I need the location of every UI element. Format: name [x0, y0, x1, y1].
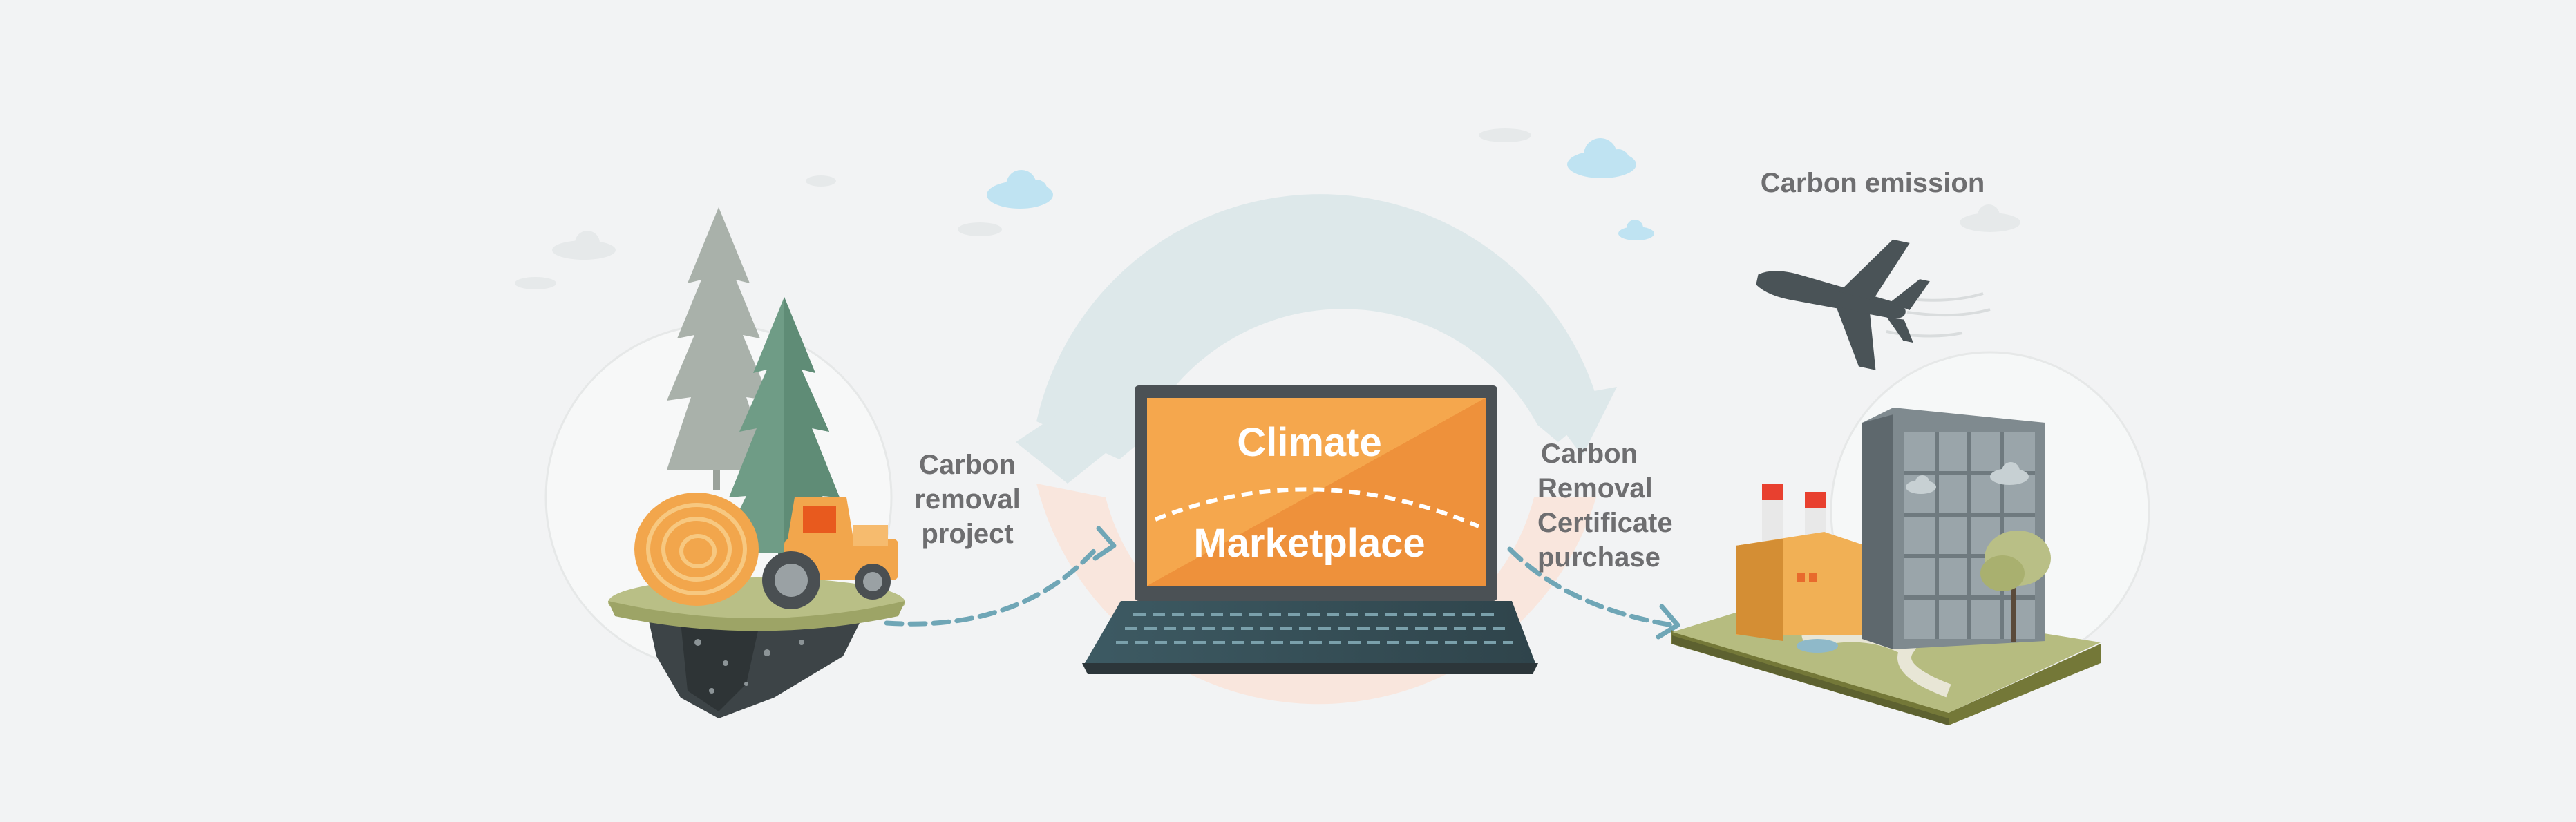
cloud-icon: [515, 128, 2020, 289]
laptop-icon: [1082, 385, 1538, 674]
industry-island: [1671, 408, 2101, 725]
certificate-purchase-label: Carbon Removal Certificate purchase: [1537, 437, 1673, 575]
tractor-icon: [762, 497, 898, 609]
label-line: purchase: [1537, 542, 1660, 573]
tree-icon: [1980, 531, 2051, 642]
office-building-icon: [1862, 408, 2051, 649]
hay-bale-icon: [634, 493, 759, 606]
dashed-arrow-icon: [884, 543, 1675, 628]
label-line: Removal: [1537, 473, 1653, 504]
label-line: removal: [914, 484, 1021, 515]
arrowheads: [1092, 526, 1680, 640]
laptop-screen-title-line1: Climate: [1237, 420, 1382, 465]
factory-icon: [1736, 484, 1866, 641]
carbon-emission-label: Carbon emission: [1760, 168, 1985, 198]
pine-tree-icon: [719, 297, 850, 580]
label-line: Certificate: [1537, 508, 1673, 538]
laptop-screen-title-line2: Marketplace: [1193, 521, 1426, 566]
label-line: project: [921, 519, 1014, 549]
carbon-removal-island: [608, 207, 905, 718]
keyboard-keys: [1116, 613, 1513, 644]
airplane-icon: [1756, 239, 1991, 370]
label-line: Carbon: [1541, 439, 1638, 469]
carbon-removal-project-label: Carbon removal project: [884, 448, 1050, 551]
label-line: Carbon: [919, 450, 1016, 480]
pine-tree-icon: [667, 207, 770, 490]
